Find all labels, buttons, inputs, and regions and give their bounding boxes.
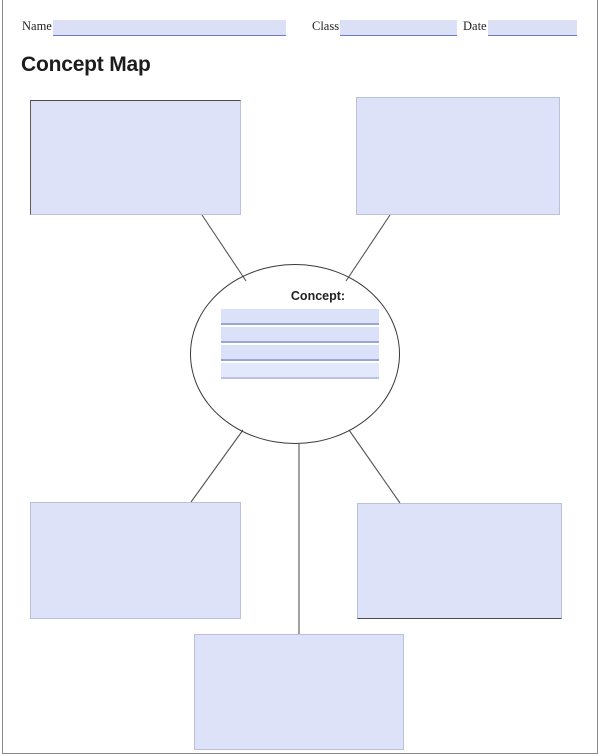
concept-box-bottom-left[interactable] — [30, 502, 241, 619]
concept-line-4[interactable] — [221, 363, 379, 379]
connector-center-top-right — [345, 214, 391, 282]
name-input[interactable] — [52, 20, 286, 36]
class-field-label: Class — [312, 19, 340, 33]
date-input[interactable] — [487, 20, 577, 36]
name-field-group: Name — [22, 14, 286, 36]
date-field-group: Date — [463, 14, 577, 36]
concept-box-bottom-center[interactable] — [194, 634, 404, 750]
class-input[interactable] — [340, 20, 458, 36]
concept-heading-label: Concept: — [290, 289, 346, 303]
concept-writing-lines — [221, 309, 379, 381]
concept-box-top-right[interactable] — [356, 97, 560, 215]
class-field-group: Class — [312, 14, 458, 36]
name-field-label: Name — [22, 19, 52, 33]
page-frame-left — [2, 0, 3, 754]
central-concept-ellipse — [190, 264, 400, 444]
date-field-label: Date — [463, 19, 487, 33]
concept-line-3[interactable] — [221, 345, 379, 361]
header-fields-row: Name Class Date — [0, 14, 600, 38]
page-title: Concept Map — [21, 53, 151, 76]
connector-center-bottom-right — [348, 429, 401, 504]
concept-line-2[interactable] — [221, 327, 379, 343]
page-frame-bottom — [2, 753, 598, 754]
concept-box-bottom-right[interactable] — [357, 503, 562, 619]
connector-center-top-left — [201, 214, 247, 282]
concept-line-1[interactable] — [221, 309, 379, 325]
concept-box-top-left[interactable] — [30, 100, 241, 215]
page-frame-right — [597, 0, 598, 754]
connector-center-bottom-left — [190, 429, 244, 503]
